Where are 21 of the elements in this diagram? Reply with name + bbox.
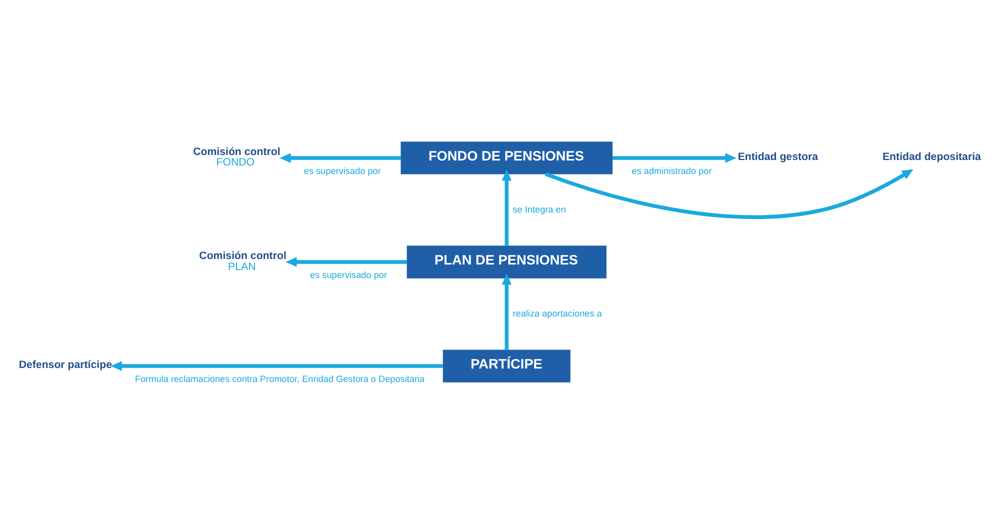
arrow — [110, 360, 444, 370]
arrow — [612, 152, 736, 162]
edge-label: es administrado por — [632, 166, 712, 176]
node-box: FONDO DE PENSIONES — [400, 141, 613, 174]
node-box: PLAN DE PENSIONES — [406, 245, 606, 278]
edge-label: Formula reclamaciones contra Promotor, Enridad Gestora o Depositaria — [135, 374, 425, 384]
node-text: Entidad depositaria — [882, 150, 981, 163]
arrow — [280, 152, 401, 162]
arrow — [544, 168, 914, 218]
edge-label: es supervisado por — [304, 166, 381, 176]
edge-label: realiza aportaciones a — [512, 308, 602, 318]
arrow — [286, 256, 408, 266]
node-text: Defensor partícipe — [18, 358, 112, 371]
arrow — [502, 272, 512, 350]
arrow — [502, 168, 512, 246]
node-box: PARTÍCIPE — [442, 349, 570, 382]
node-text: Entidad gestora — [738, 150, 818, 163]
edge-label: es supervisado por — [310, 270, 387, 280]
node-text: Comisión control FONDO — [193, 146, 280, 168]
edge-label: se Integra en — [512, 204, 566, 214]
node-text: Comisión control PLAN — [199, 250, 286, 272]
